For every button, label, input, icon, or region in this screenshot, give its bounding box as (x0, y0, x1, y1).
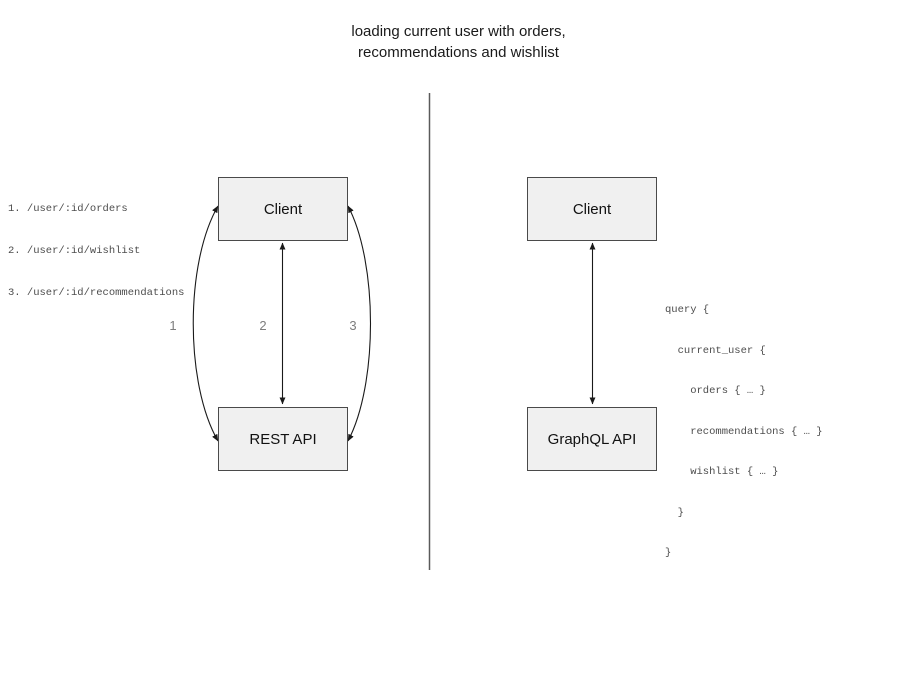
diagram-title-line-2: recommendations and wishlist (358, 44, 559, 61)
rest-arrow-1-curve (192, 205, 219, 442)
client-box-right-label: Client (572, 200, 612, 218)
client-box-left: Client (218, 177, 348, 241)
diagram-title-line-1: loading current user with orders, (351, 23, 566, 40)
code-line: wishlist { … } (665, 466, 779, 478)
code-line: } (665, 506, 684, 519)
graphql-query-code: query { current_user { orders { … } reco… (665, 277, 823, 588)
rest-api-box: REST API (218, 407, 348, 471)
client-box-left-label: Client (263, 200, 303, 218)
arrow-label-3: 3 (349, 318, 357, 333)
endpoint-item: 2. /user/:id/wishlist (8, 245, 141, 257)
rest-arrow-3-curve (347, 205, 372, 442)
endpoint-item: 3. /user/:id/recommendations (8, 287, 185, 299)
arrow-label-1: 1 (169, 318, 177, 333)
code-line: } (665, 547, 672, 559)
rest-api-box-label: REST API (249, 430, 317, 448)
graphql-api-box: GraphQL API (527, 407, 657, 471)
arrow-label-2: 2 (259, 318, 267, 333)
rest-endpoints-list: 1. /user/:id/orders 2. /user/:id/wishlis… (8, 174, 184, 328)
code-line: recommendations { … } (665, 425, 823, 438)
client-box-right: Client (527, 177, 657, 241)
graphql-api-box-label: GraphQL API (547, 430, 637, 448)
code-line: orders { … } (665, 385, 766, 397)
diagram-title: loading current user with orders, recomm… (0, 21, 917, 63)
endpoint-item: 1. /user/:id/orders (8, 203, 128, 215)
code-line: query { (665, 304, 710, 316)
code-line: current_user { (665, 344, 766, 357)
